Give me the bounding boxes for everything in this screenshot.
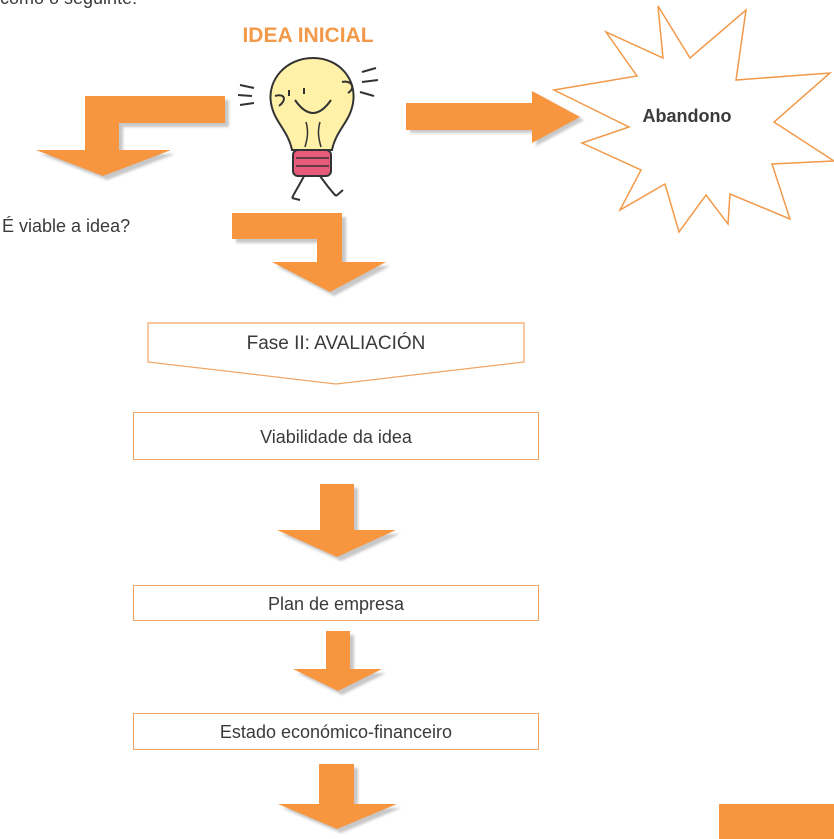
lightbulb-icon <box>237 56 379 201</box>
down-arrow-1 <box>277 484 400 561</box>
down-arrow-3 <box>278 764 401 833</box>
step-box-business-plan: Plan de empresa <box>133 585 539 621</box>
arrow-to-abandon <box>406 91 584 146</box>
step-box-viability: Viabilidade da idea <box>133 412 539 460</box>
partial-arrow <box>719 804 834 839</box>
down-arrow-2 <box>293 631 386 695</box>
cut-off-text: como o seguinte: <box>0 0 137 8</box>
bent-arrow-decision <box>232 213 390 296</box>
abandon-starburst <box>551 5 834 234</box>
phase-callout-shape <box>147 322 525 385</box>
abandon-label: Abandono <box>642 106 732 126</box>
idea-title: IDEA INICIAL <box>242 24 374 47</box>
step-box-financial-state: Estado económico-financeiro <box>133 713 539 750</box>
bent-arrow-left <box>36 96 229 180</box>
phase-label: Fase II: AVALIACIÓN <box>246 333 426 354</box>
viability-question: É viable a idea? <box>2 216 131 236</box>
